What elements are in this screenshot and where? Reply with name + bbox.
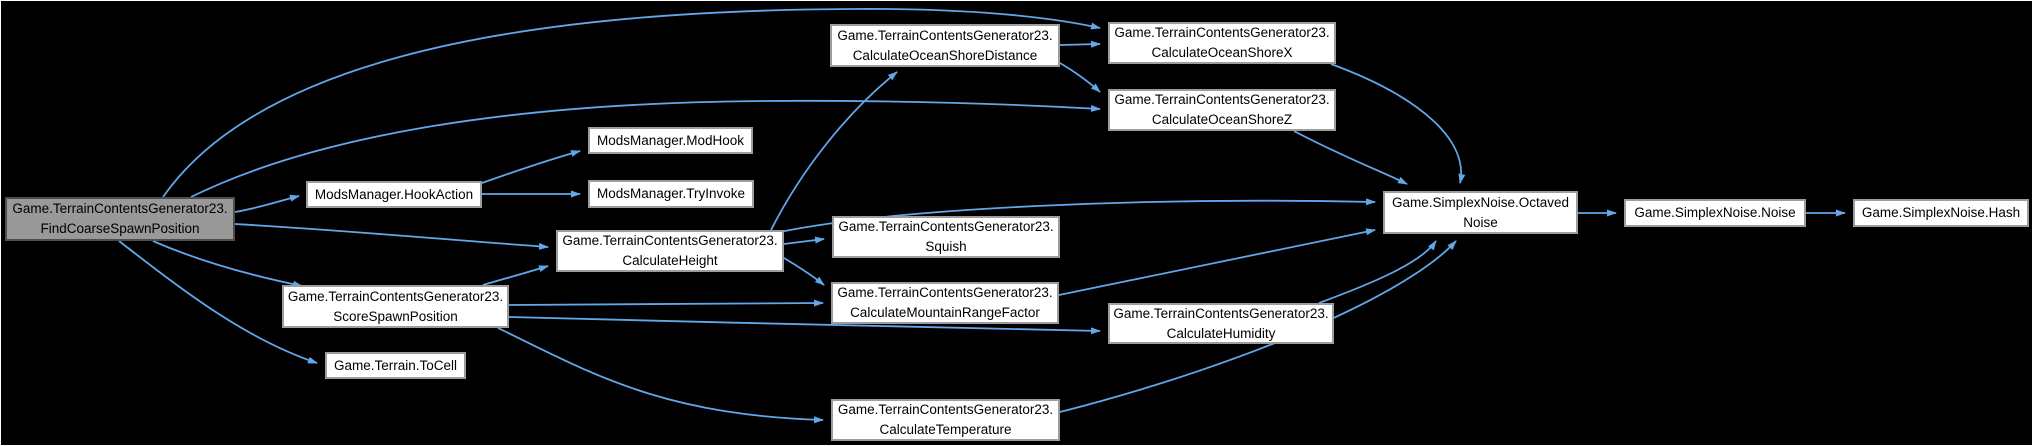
edge-findCoarse-to-oceanShoreX bbox=[162, 8, 1101, 198]
edge-findCoarse-to-hookAction bbox=[234, 194, 300, 213]
edge-hookAction-to-modHook bbox=[481, 150, 581, 184]
node-label: Game.TerrainContentsGenerator23. ScoreSp… bbox=[287, 288, 504, 324]
node-simplex-noise-octaved-noise[interactable]: Game.SimplexNoise.Octaved Noise bbox=[1383, 191, 1578, 234]
edge-calculateHeight-to-oceanShoreDistance bbox=[770, 71, 898, 231]
edge-oceanShoreZ-to-octavedNoise bbox=[1293, 130, 1408, 185]
node-label: Game.TerrainContentsGenerator23. Calcula… bbox=[837, 285, 1053, 320]
node-label: Game.TerrainContentsGenerator23. Calcula… bbox=[1113, 305, 1329, 341]
edge-scoreSpawn-to-humidity bbox=[508, 316, 1101, 335]
node-label: Game.TerrainContentsGenerator23. Calcula… bbox=[1114, 25, 1330, 60]
node-label: Game.TerrainContentsGenerator23. Calcula… bbox=[562, 233, 778, 268]
node-find-coarse-spawn-position[interactable]: Game.TerrainContentsGenerator23. FindCoa… bbox=[5, 197, 235, 241]
edge-scoreSpawn-to-calculateHeight bbox=[482, 265, 549, 286]
node-label: ModsManager.HookAction bbox=[314, 186, 474, 202]
node-simplex-noise-hash[interactable]: Game.SimplexNoise.Hash bbox=[1853, 199, 2029, 227]
node-calculate-height[interactable]: Game.TerrainContentsGenerator23. Calcula… bbox=[556, 230, 784, 272]
node-mods-manager-hook-action[interactable]: ModsManager.HookAction bbox=[306, 181, 482, 208]
node-squish[interactable]: Game.TerrainContentsGenerator23. Squish bbox=[832, 216, 1060, 258]
edge-calculateHeight-to-mountainRangeFactor bbox=[783, 257, 825, 286]
node-score-spawn-position[interactable]: Game.TerrainContentsGenerator23. ScoreSp… bbox=[282, 285, 509, 328]
node-mods-manager-mod-hook[interactable]: ModsManager.ModHook bbox=[588, 127, 753, 154]
node-mods-manager-try-invoke[interactable]: ModsManager.TryInvoke bbox=[588, 180, 754, 208]
node-simplex-noise-noise[interactable]: Game.SimplexNoise.Noise bbox=[1624, 199, 1806, 227]
edge-humidity-to-octavedNoise bbox=[1318, 240, 1437, 304]
node-calculate-humidity[interactable]: Game.TerrainContentsGenerator23. Calcula… bbox=[1108, 303, 1334, 344]
node-calculate-ocean-shore-x[interactable]: Game.TerrainContentsGenerator23. Calcula… bbox=[1108, 22, 1336, 64]
node-label: Game.TerrainContentsGenerator23. Calcula… bbox=[837, 402, 1054, 437]
node-label: Game.SimplexNoise.Noise bbox=[1634, 205, 1796, 221]
edge-calculateHeight-to-squish bbox=[783, 236, 825, 245]
node-label: ModsManager.ModHook bbox=[596, 132, 745, 148]
node-label: ModsManager.TryInvoke bbox=[596, 186, 746, 202]
edge-oceanShoreDistance-to-oceanShoreX bbox=[1059, 40, 1101, 48]
edge-oceanShoreX-to-octavedNoise bbox=[1330, 63, 1466, 184]
node-label: Game.SimplexNoise.Hash bbox=[1861, 205, 2021, 221]
node-calculate-temperature[interactable]: Game.TerrainContentsGenerator23. Calcula… bbox=[831, 399, 1060, 441]
node-label: Game.Terrain.ToCell bbox=[333, 357, 458, 373]
node-calculate-mountain-range-factor[interactable]: Game.TerrainContentsGenerator23. Calcula… bbox=[831, 282, 1059, 324]
node-label: Game.SimplexNoise.Octaved Noise bbox=[1391, 194, 1570, 230]
edge-scoreSpawn-to-mountainRangeFactor bbox=[508, 299, 824, 307]
node-label: Game.TerrainContentsGenerator23. Calcula… bbox=[1114, 92, 1330, 127]
edge-oceanShoreDistance-to-oceanShoreZ bbox=[1059, 62, 1101, 93]
edge-findCoarse-to-oceanShoreZ bbox=[190, 99, 1101, 198]
edge-mountainRangeFactor-to-octavedNoise bbox=[1058, 228, 1376, 296]
edge-findCoarse-to-toCell bbox=[118, 240, 318, 364]
node-calculate-ocean-shore-distance[interactable]: Game.TerrainContentsGenerator23. Calcula… bbox=[830, 24, 1060, 67]
node-label: Game.TerrainContentsGenerator23. Squish bbox=[838, 219, 1054, 254]
edge-scoreSpawn-to-temperature bbox=[497, 327, 824, 424]
node-calculate-ocean-shore-z[interactable]: Game.TerrainContentsGenerator23. Calcula… bbox=[1108, 89, 1336, 131]
node-terrain-to-cell[interactable]: Game.Terrain.ToCell bbox=[325, 352, 466, 379]
node-label: Game.TerrainContentsGenerator23. Calcula… bbox=[837, 27, 1053, 63]
edge-findCoarse-to-calculateHeight bbox=[234, 223, 549, 250]
node-label: Game.TerrainContentsGenerator23. FindCoa… bbox=[12, 201, 228, 236]
edge-findCoarse-to-scoreSpawn bbox=[152, 240, 303, 288]
